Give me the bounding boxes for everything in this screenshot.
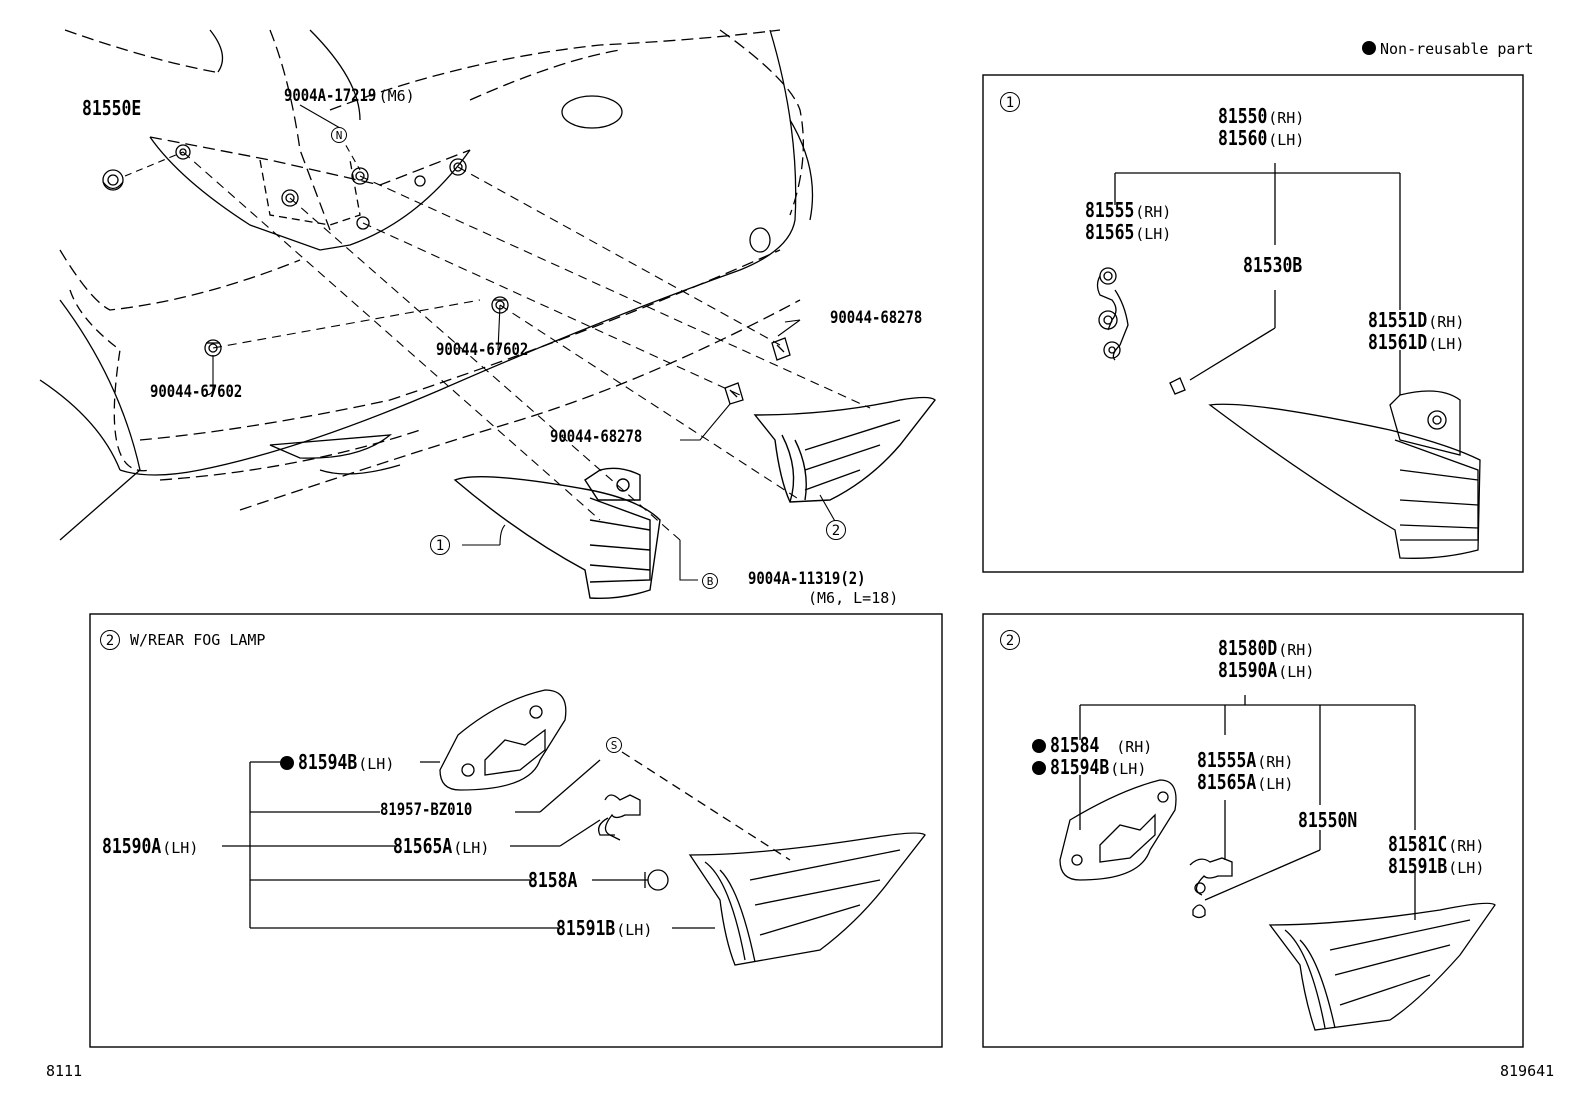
panel-2-label-q3: 81565A(LH) [393, 834, 490, 858]
panel-3-label-c2: 81565A(LH) [1197, 770, 1294, 794]
panel-1-label-d1: 81551D(RH) [1368, 308, 1465, 332]
non-reusable-dot-icon [280, 756, 294, 770]
label-9004A-11319: 9004A-11319(2) [748, 569, 866, 589]
legend-non-reusable: Non-reusable part [1362, 41, 1534, 57]
panel-3-label-c1: 81555A(RH) [1197, 748, 1294, 772]
ref-circle-2: 2 [826, 520, 846, 540]
footer-left-code: 8111 [46, 1062, 83, 1080]
panel-2-label-q5: 81591B(LH) [556, 916, 653, 940]
panel-2-title: W/REAR FOG LAMP [130, 631, 266, 649]
ref-circle-1: 1 [430, 535, 450, 555]
panel-3-label-d: 81550N [1298, 808, 1358, 832]
panel-1-label-b1: 81555(RH) [1085, 198, 1172, 222]
label-81550E: 81550E [82, 96, 142, 120]
panel-2-label-q4: 8158A [528, 868, 578, 892]
taillight-inner-main [753, 396, 936, 503]
panel-1-label-b2: 81565(LH) [1085, 220, 1172, 244]
screw-mark-s: S [606, 737, 622, 753]
panel-1-label-c: 81530B [1243, 253, 1303, 277]
non-reusable-dot-icon [1362, 41, 1376, 55]
label-9004A-17219: 9004A-17219(M6) [284, 86, 415, 106]
panel-2-number: 2 [100, 630, 120, 650]
panel-3-drawing [1059, 695, 1496, 1031]
label-90044-68278-a: 90044-68278 [830, 308, 923, 328]
panel-1-label-d2: 81561D(LH) [1368, 330, 1465, 354]
panel-3-label-a1: 81580D(RH) [1218, 636, 1315, 660]
bolt-mark-n: N [331, 127, 347, 143]
panel-1-drawing [1096, 163, 1481, 559]
non-reusable-dot-icon [1032, 739, 1046, 753]
vehicle-body-outline [39, 29, 814, 541]
panel-1-label-a1: 81550(RH) [1218, 104, 1305, 128]
panel-1-frame [982, 74, 1524, 573]
taillight-outer-main [453, 467, 661, 600]
leader-lines [124, 104, 871, 581]
panel-2-label-root: 81590A(LH) [102, 834, 199, 858]
panel-3-frame [982, 613, 1524, 1048]
non-reusable-dot-icon [1032, 761, 1046, 775]
panel-2-frame [89, 613, 943, 1048]
panel-3-label-b1: 81584(RH) [1032, 735, 1152, 755]
panel-3-number: 2 [1000, 630, 1020, 650]
panel-3-label-b2: 81594B(LH) [1032, 757, 1146, 777]
panel-3-label-e2: 81591B(LH) [1388, 854, 1485, 878]
label-90044-68278-b: 90044-68278 [550, 427, 643, 447]
panel-1-number: 1 [1000, 92, 1020, 112]
footer-right-code: 819641 [1500, 1062, 1555, 1080]
label-90044-67602-b: 90044-67602 [150, 382, 243, 402]
panel-3-label-a2: 81590A(LH) [1218, 658, 1315, 682]
fasteners [102, 144, 791, 405]
panel-3-label-e1: 81581C(RH) [1388, 832, 1485, 856]
label-9004A-11319-spec: (M6, L=18) [808, 589, 899, 607]
panel-2-label-q2: 81957-BZ010 [380, 800, 473, 820]
panel-1-label-a2: 81560(LH) [1218, 126, 1305, 150]
panel-2-drawing [222, 689, 926, 966]
legend-text: Non-reusable part [1380, 40, 1534, 58]
label-90044-67602-a: 90044-67602 [436, 340, 529, 360]
panel-2-label-q1: 81594B(LH) [280, 752, 394, 772]
bolt-mark-b: B [702, 573, 718, 589]
